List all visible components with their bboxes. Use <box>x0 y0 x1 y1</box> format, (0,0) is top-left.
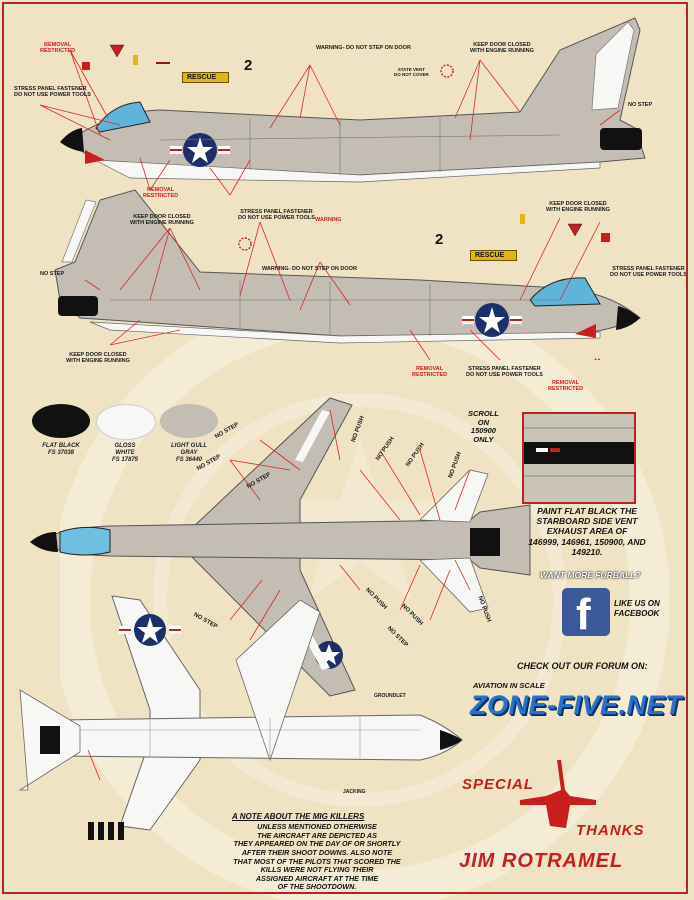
keep-door-closed-label-3: KEEP DOOR CLOSED WITH ENGINE RUNNING <box>546 201 610 214</box>
jacking-label: JACKING <box>343 789 366 795</box>
scroll-inset <box>522 412 636 504</box>
facebook-letter: f <box>576 590 591 639</box>
special-text: SPECIAL <box>462 776 535 793</box>
removal-restricted-label-3: REMOVAL RESTRICTED <box>412 366 448 379</box>
scroll-inset-detail <box>524 414 634 502</box>
like-us-text: LIKE US ON FACEBOOK <box>614 599 660 618</box>
swatch-label-gray: LIGHT GULL GRAY FS 36440 <box>171 443 207 463</box>
furball-prompt: WANT MORE FURBALL? <box>540 570 641 580</box>
swatch-label-black: FLAT BLACK FS 37038 <box>42 443 80 456</box>
rescue-label-2: RESCUE <box>475 252 505 259</box>
no-step-label-2: NO STEP <box>40 271 65 277</box>
stress-panel-label-3: STRESS PANEL FASTENER DO NOT USE POWER T… <box>610 266 687 279</box>
zone-five-logo[interactable]: ZONE-FIVE.NET <box>470 690 683 720</box>
stress-panel-label-2: STRESS PANEL FASTENER DO NOT USE POWER T… <box>238 209 315 222</box>
no-step-door-label-1: WARNING- DO NOT STEP ON DOOR <box>316 45 411 51</box>
modex-bottom: 2 <box>435 231 444 248</box>
right-profile-aircraft <box>54 189 641 360</box>
warning-label: WARNING <box>315 217 342 223</box>
forum-prompt: CHECK OUT OUR FORUM ON: <box>517 661 648 671</box>
removal-restricted-label-4: REMOVAL RESTRICTED <box>548 380 584 393</box>
facebook-icon[interactable]: f <box>562 588 610 639</box>
removal-restricted-label-1: REMOVAL RESTRICTED <box>40 42 76 55</box>
no-step-label-1: NO STEP <box>628 102 653 108</box>
removal-restricted-label-2: REMOVAL RESTRICTED <box>143 187 179 200</box>
swatch-flat-black <box>32 404 90 438</box>
mig-note-body: UNLESS MENTIONED OTHERWISE THE AIRCRAFT … <box>233 822 401 892</box>
scroll-label: SCROLL ON 150900 ONLY <box>468 409 499 444</box>
keep-door-closed-label-4: KEEP DOOR CLOSED WITH ENGINE RUNNING <box>66 352 130 365</box>
swatch-label-white: GLOSS WHITE FS 17875 <box>111 443 139 463</box>
keep-door-closed-label-2: KEEP DOOR CLOSED WITH ENGINE RUNNING <box>130 214 194 227</box>
swatch-light-gull-gray <box>160 404 218 438</box>
rescue-arrow-top: RESCUE <box>182 72 230 83</box>
swatch-gloss-white <box>96 404 156 440</box>
stress-panel-label-4: STRESS PANEL FASTENER DO NOT USE POWER T… <box>466 366 543 379</box>
modex-top: 2 <box>244 57 253 74</box>
keep-door-closed-label-1: KEEP DOOR CLOSED WITH ENGINE RUNNING <box>470 42 534 55</box>
rescue-arrow-bottom: RESCUE <box>470 250 518 261</box>
state-vent-label-1: STATE VENT DO NOT COVER <box>394 67 429 77</box>
rescue-label: RESCUE <box>187 74 217 81</box>
thanks-text: THANKS <box>576 822 645 839</box>
groundlet-label: GROUNDLET <box>374 693 406 699</box>
paint-note: PAINT FLAT BLACK THE STARBOARD SIDE VENT… <box>528 506 646 557</box>
mig-note-title: A NOTE ABOUT THE MIG KILLERS <box>232 812 365 821</box>
stress-panel-label-1: STRESS PANEL FASTENER DO NOT USE POWER T… <box>14 86 91 99</box>
no-step-door-label-2: WARNING- DO NOT STEP ON DOOR <box>262 266 357 272</box>
aviation-in-scale-text: AVIATION IN SCALE <box>473 681 545 690</box>
left-profile-aircraft <box>39 17 646 200</box>
credit-name: JIM ROTRAMEL <box>459 850 624 872</box>
